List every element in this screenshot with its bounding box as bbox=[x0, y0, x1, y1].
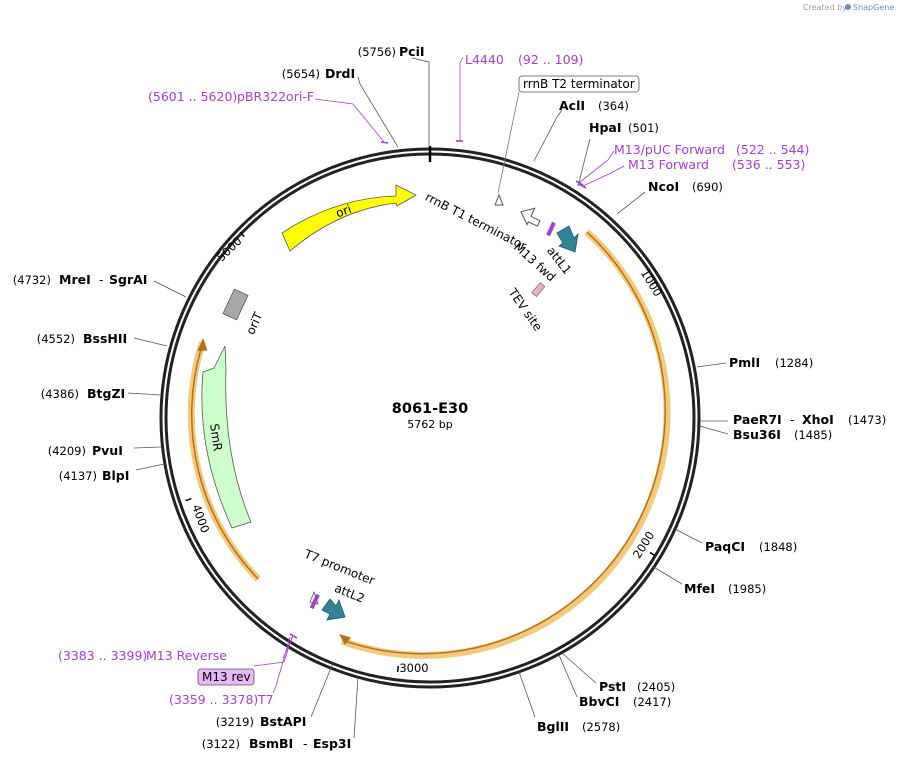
m13-rev-label-box[interactable] bbox=[197, 668, 255, 686]
smr-feature[interactable] bbox=[201, 345, 252, 529]
xhoi-site[interactable]: XhoI bbox=[802, 412, 834, 427]
primer-markers bbox=[289, 140, 587, 639]
mrei-site[interactable]: MreI bbox=[59, 272, 91, 287]
pcii-pos: (5756) bbox=[358, 45, 396, 59]
bsu36i-pos: (1485) bbox=[794, 428, 832, 442]
pvui-site[interactable]: PvuI bbox=[92, 443, 123, 458]
rrnb-t2-label: rrnB T2 terminator bbox=[523, 77, 635, 91]
rrnb-t1-feature[interactable] bbox=[517, 204, 544, 229]
plasmid-size: 5762 bp bbox=[407, 418, 452, 431]
m13-fwd-feature[interactable] bbox=[546, 221, 556, 237]
acli-site[interactable]: AclI bbox=[559, 98, 585, 113]
paqci-pos: (1848) bbox=[759, 540, 797, 554]
ncoi-site[interactable]: NcoI bbox=[648, 179, 679, 194]
attl2-label: attL2 bbox=[332, 581, 366, 606]
paer7i-pos: (1473) bbox=[848, 413, 886, 427]
rrnb-t1-label: rrnB T1 terminator bbox=[423, 190, 529, 253]
snapgene-logo-icon bbox=[845, 4, 851, 10]
drdi-site[interactable]: DrdI bbox=[325, 66, 355, 81]
ori-feature[interactable] bbox=[281, 184, 417, 252]
blpi-site[interactable]: BlpI bbox=[102, 468, 129, 483]
bsmbi-sep: - bbox=[303, 736, 308, 751]
scale-ticks bbox=[185, 231, 657, 673]
bbvci-site[interactable]: BbvCI bbox=[579, 694, 619, 709]
m13f-range: (536 .. 553) bbox=[732, 157, 805, 172]
m13r-primer[interactable]: M13 Reverse bbox=[146, 648, 227, 663]
l4440-range: (92 .. 109) bbox=[518, 52, 583, 67]
pbr322-range: (5601 .. 5620) bbox=[148, 89, 237, 104]
drdi-pos: (5654) bbox=[282, 67, 320, 81]
btgzi-site[interactable]: BtgZI bbox=[87, 386, 125, 401]
rrnb-t2-feature[interactable] bbox=[494, 193, 504, 206]
pmli-site[interactable]: PmlI bbox=[729, 355, 760, 370]
bglii-site[interactable]: BglII bbox=[537, 719, 569, 734]
enzyme-leaders bbox=[127, 57, 729, 739]
sgrai-site[interactable]: SgrAI bbox=[109, 272, 147, 287]
m13r-range: (3383 .. 3399) bbox=[58, 648, 147, 663]
bsmbi-pos: (3122) bbox=[202, 737, 240, 751]
m13puc-primer[interactable]: M13/pUC Forward bbox=[614, 142, 725, 157]
tick-label-3000: 3000 bbox=[399, 661, 428, 675]
bsu36i-site[interactable]: Bsu36I bbox=[733, 427, 781, 442]
mfei-site[interactable]: MfeI bbox=[684, 581, 715, 596]
orf-arc-right bbox=[339, 229, 671, 659]
paer7i-site[interactable]: PaeR7I bbox=[733, 412, 782, 427]
bbvci-pos: (2417) bbox=[633, 695, 671, 709]
credit-brand: SnapGene bbox=[853, 3, 894, 12]
smr-label: SmR bbox=[207, 423, 225, 452]
paer7i-sep: - bbox=[790, 412, 795, 427]
acli-pos: (364) bbox=[598, 99, 629, 113]
credit-prefix: Created by bbox=[803, 3, 847, 12]
plasmid-name: 8061-E30 bbox=[392, 401, 468, 417]
pmli-pos: (1284) bbox=[775, 356, 813, 370]
bstapi-site[interactable]: BstAPI bbox=[260, 714, 306, 729]
t7-range: (3359 .. 3378) bbox=[169, 692, 258, 707]
psti-pos: (2405) bbox=[637, 680, 675, 694]
bstapi-pos: (3219) bbox=[216, 715, 254, 729]
mrei-pos: (4732) bbox=[13, 273, 51, 287]
bsshii-site[interactable]: BssHII bbox=[83, 331, 127, 346]
hpai-pos: (501) bbox=[628, 121, 659, 135]
esp3i-site[interactable]: Esp3I bbox=[313, 736, 351, 751]
orf-arc-left bbox=[187, 338, 261, 582]
ori-label: ori bbox=[334, 202, 353, 220]
orit-label: oriT bbox=[243, 309, 265, 336]
pcii-site[interactable]: PciI bbox=[399, 44, 425, 59]
pbr322-primer[interactable]: pBR322ori-F bbox=[237, 89, 314, 104]
bsmbi-site[interactable]: BsmBI bbox=[249, 736, 293, 751]
attl1-feature[interactable] bbox=[556, 225, 579, 253]
tick-label-5000: 5000 bbox=[214, 234, 245, 264]
hpai-site[interactable]: HpaI bbox=[589, 120, 622, 135]
m13-rev-feature[interactable] bbox=[309, 593, 320, 610]
t7-primer[interactable]: T7 bbox=[257, 692, 274, 707]
rrnb-t2-leader bbox=[497, 91, 520, 194]
m13-rev-label: M13 rev bbox=[202, 670, 251, 684]
m13puc-range: (522 .. 544) bbox=[736, 142, 809, 157]
bglii-pos: (2578) bbox=[582, 720, 620, 734]
m13f-primer[interactable]: M13 Forward bbox=[628, 157, 709, 172]
bsshii-pos: (4552) bbox=[37, 332, 75, 346]
mrei-sep: - bbox=[99, 272, 104, 287]
blpi-pos: (4137) bbox=[59, 469, 97, 483]
rrnb-t2-label-box[interactable] bbox=[518, 75, 640, 93]
pvui-pos: (4209) bbox=[48, 444, 86, 458]
btgzi-pos: (4386) bbox=[41, 387, 79, 401]
paqci-site[interactable]: PaqCI bbox=[705, 539, 745, 554]
mfei-pos: (1985) bbox=[728, 582, 766, 596]
tev-feature[interactable] bbox=[531, 282, 546, 297]
ncoi-pos: (690) bbox=[692, 180, 723, 194]
psti-site[interactable]: PstI bbox=[599, 679, 626, 694]
attl2-feature[interactable] bbox=[321, 598, 346, 621]
primer-leaders bbox=[253, 56, 625, 694]
l4440-primer[interactable]: L4440 bbox=[465, 52, 504, 67]
orit-feature[interactable] bbox=[222, 288, 249, 321]
